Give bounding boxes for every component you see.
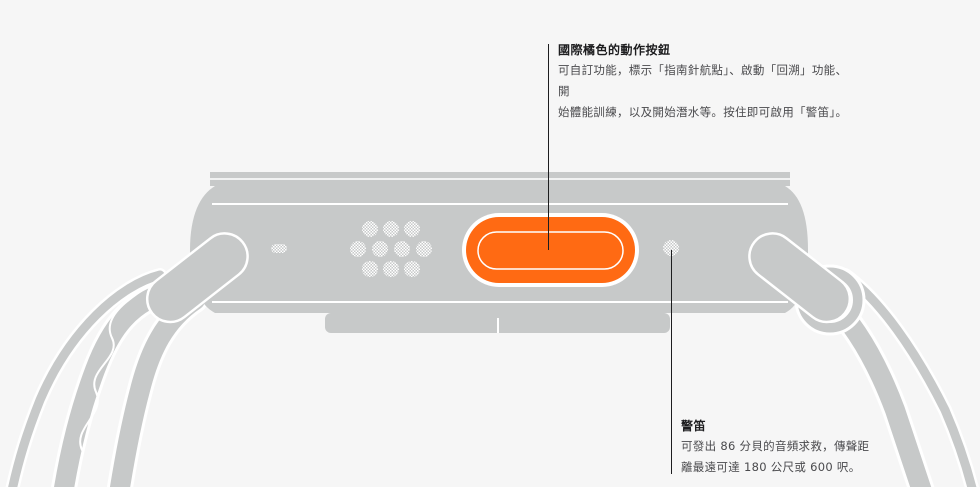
- action-button-description-line1: 可自訂功能，標示「指南針航點」、啟動「回溯」功能、開: [558, 63, 848, 98]
- siren-leader-line: [671, 250, 672, 474]
- siren-description-line2: 離最遠可達 180 公尺或 600 呎。: [681, 460, 861, 474]
- action-button-callout-text: 國際橘色的動作按鈕 可自訂功能，標示「指南針航點」、啟動「回溯」功能、開 始體能…: [558, 42, 858, 123]
- left-sensor: [271, 244, 287, 253]
- siren-title: 警笛: [681, 419, 707, 433]
- action-button[interactable]: [462, 213, 639, 287]
- siren-callout-text: 警笛 可發出 86 分貝的音頻求救，傳聲距 離最遠可達 180 公尺或 600 …: [681, 418, 891, 478]
- speaker-grille: [350, 221, 432, 277]
- left-lug: [145, 232, 249, 324]
- right-lug: [748, 232, 852, 324]
- action-button-leader-line: [548, 44, 549, 250]
- siren-description-line1: 可發出 86 分貝的音頻求救，傳聲距: [681, 439, 870, 453]
- action-button-description-line2: 始體能訓練，以及開始潛水等。按住即可啟用「警笛」。: [558, 105, 848, 119]
- action-button-title: 國際橘色的動作按鈕: [558, 43, 671, 57]
- siren-port: [663, 240, 679, 256]
